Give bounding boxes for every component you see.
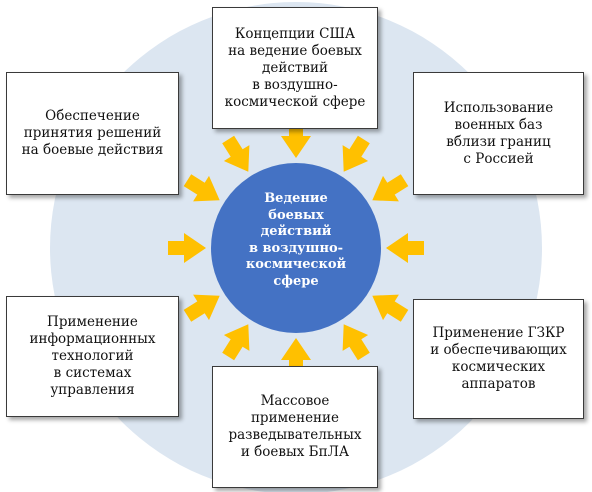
arrow-12 — [222, 135, 250, 172]
arrow-group — [168, 120, 424, 376]
box-space-assets: Применение ГЗКР и обеспечивающих космиче… — [413, 299, 584, 419]
arrow-6 — [342, 324, 370, 361]
box-information-technologies-text: Применение информационных технологий в с… — [29, 314, 156, 398]
box-uav-use-text: Массовое применение разведывательных и б… — [228, 393, 362, 460]
center-circle — [211, 163, 381, 333]
arrow-9 — [183, 294, 220, 322]
arrow-8 — [222, 324, 250, 361]
box-us-concepts-text: Концепции США на ведение боевых действий… — [224, 25, 366, 110]
arrow-4 — [386, 233, 424, 263]
arrow-11 — [183, 174, 220, 202]
box-military-bases: Использование военных баз вблизи границ … — [413, 72, 584, 195]
box-uav-use: Массовое применение разведывательных и б… — [212, 366, 378, 488]
box-decision-support-text: Обеспечение принятия решений на боевые д… — [21, 108, 164, 158]
center-label: Ведение боевых действий в воздушно- косм… — [245, 191, 347, 289]
box-information-technologies: Применение информационных технологий в с… — [6, 296, 179, 417]
arrow-7 — [281, 338, 311, 376]
arrow-2 — [342, 135, 370, 172]
arrow-10 — [168, 233, 206, 263]
box-us-concepts: Концепции США на ведение боевых действий… — [212, 7, 378, 129]
box-space-assets-text: Применение ГЗКР и обеспечивающих космиче… — [430, 325, 567, 392]
arrow-3 — [372, 174, 409, 202]
arrow-5 — [372, 294, 409, 322]
arrow-1 — [281, 120, 311, 158]
box-military-bases-text: Использование военных баз вблизи границ … — [443, 99, 554, 167]
box-decision-support: Обеспечение принятия решений на боевые д… — [6, 72, 179, 195]
